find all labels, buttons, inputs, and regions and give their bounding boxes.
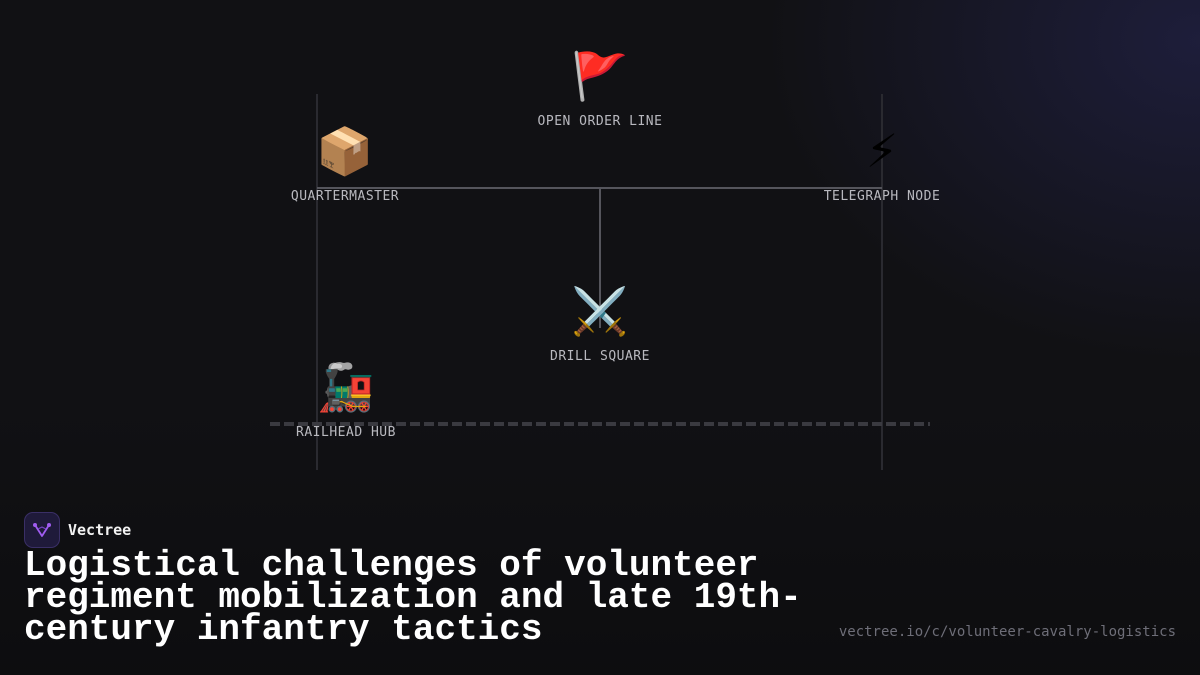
- node-open-order-line: 🚩 OPEN ORDER LINE: [500, 48, 700, 129]
- node-telegraph-node: ⚡ TELEGRAPH NODE: [782, 123, 982, 204]
- node-quartermaster: 📦 QUARTERMASTER: [245, 123, 445, 204]
- vectree-logo-icon: [24, 512, 60, 548]
- node-label: DRILL SQUARE: [550, 349, 650, 364]
- brand-name: Vectree: [68, 521, 132, 539]
- node-label: OPEN ORDER LINE: [537, 114, 663, 129]
- node-label: RAILHEAD HUB: [296, 425, 396, 440]
- source-url[interactable]: vectree.io/c/volunteer-cavalry-logistics: [838, 624, 1176, 640]
- locomotive-icon: 🚂: [317, 360, 375, 414]
- package-icon: 📦: [316, 124, 374, 178]
- node-drill-square: ⚔️ DRILL SQUARE: [500, 283, 700, 364]
- brand[interactable]: Vectree: [24, 512, 131, 548]
- page-title: Logistical challenges of volunteer regim…: [24, 545, 802, 650]
- node-railhead-hub: 🚂 RAILHEAD HUB: [246, 359, 446, 440]
- node-label: QUARTERMASTER: [290, 189, 400, 204]
- red-flag-icon: 🚩: [571, 49, 629, 103]
- crossed-swords-icon: ⚔️: [571, 284, 629, 338]
- lightning-icon: ⚡: [865, 124, 899, 178]
- node-label: TELEGRAPH NODE: [823, 189, 941, 204]
